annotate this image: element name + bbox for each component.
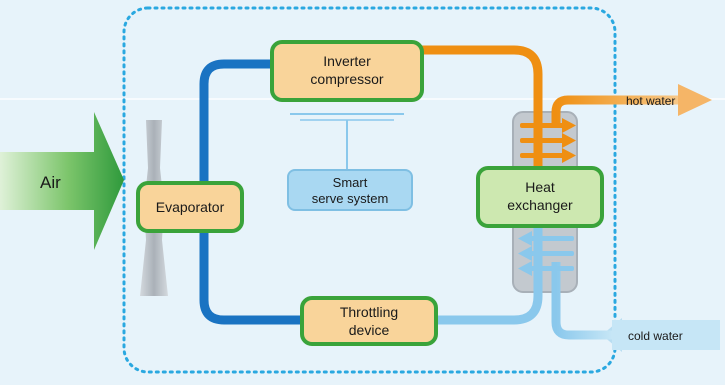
air-arrow xyxy=(0,112,124,250)
cold-water-band xyxy=(612,320,720,350)
cold-water-label: cold water xyxy=(628,329,683,343)
inverter-compressor-label-line1: Inverter xyxy=(323,53,371,69)
pipe-compressor-to-exchanger xyxy=(415,45,543,173)
throttling-device-label-line1: Throttling xyxy=(340,304,398,320)
heat-exchanger-label-line2: exchanger xyxy=(507,197,573,213)
smart-serve-system-label-line2: serve system xyxy=(312,191,389,206)
heat-exchanger-box: Heat exchanger xyxy=(476,166,604,228)
exchanger-cold-arrows xyxy=(518,231,574,276)
exchanger-hot-arrows xyxy=(520,118,576,163)
system-boundary xyxy=(122,6,617,374)
inverter-compressor-box: Inverter compressor xyxy=(270,40,424,102)
air-label: Air xyxy=(40,173,61,192)
smart-serve-system-label-line1: Smart xyxy=(333,175,368,190)
pipe-exchanger-to-throttling xyxy=(431,221,543,325)
evaporator-box: Evaporator xyxy=(136,181,244,233)
throttling-device-box: Throttling device xyxy=(300,296,438,346)
inverter-compressor-label-line2: compressor xyxy=(310,71,383,87)
hot-water-arrow xyxy=(678,84,712,116)
hot-water-pipe xyxy=(551,95,680,124)
pipe-evaporator-to-compressor xyxy=(199,59,277,188)
throttling-device-label-line2: device xyxy=(349,322,390,338)
pipe-throttling-to-evaporator xyxy=(199,227,305,325)
evaporator-label: Evaporator xyxy=(156,199,225,215)
heat-exchanger-label-line1: Heat xyxy=(525,179,555,195)
smart-serve-system-box: Smart serve system xyxy=(287,169,413,211)
cold-water-pipe xyxy=(551,262,612,340)
hot-water-label: hot water xyxy=(626,94,675,108)
